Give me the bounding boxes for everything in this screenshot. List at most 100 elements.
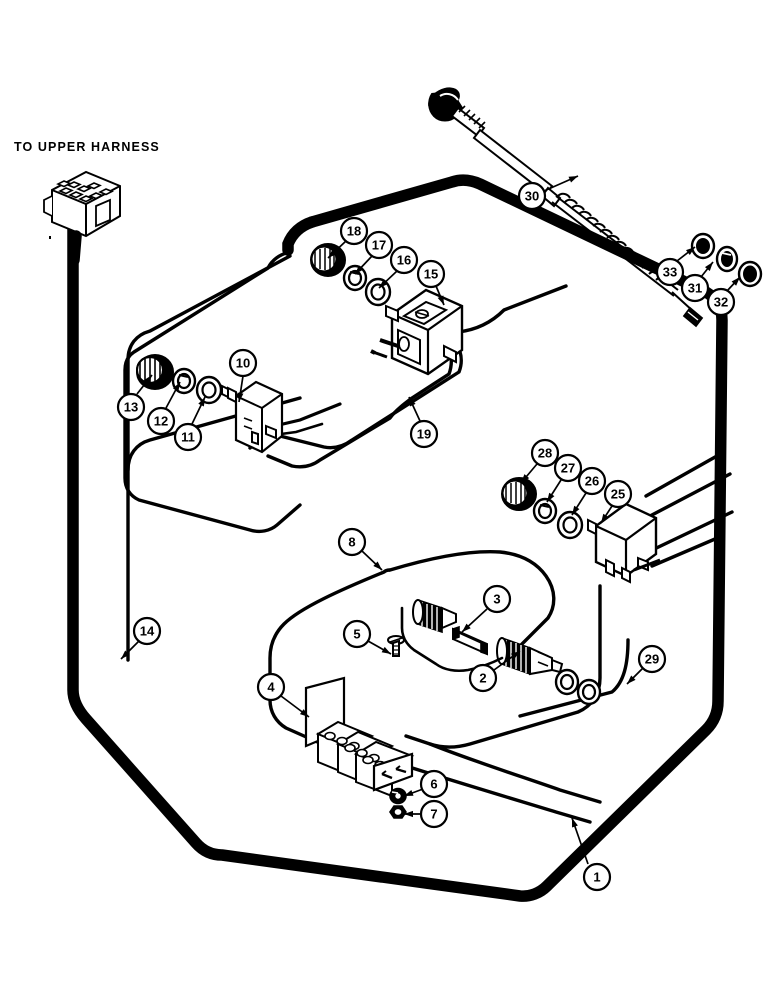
callout-number-27: 27	[561, 461, 575, 476]
callout-arrow-30	[568, 176, 578, 183]
callout-bubble-28[interactable]	[530, 438, 560, 468]
callout-arrow-1	[572, 818, 578, 828]
callout-bubble-2[interactable]	[468, 663, 498, 693]
callout-arrow-15	[437, 295, 444, 305]
callout-6[interactable]: 6	[403, 769, 449, 799]
callout-15[interactable]: 15	[416, 259, 446, 306]
callout-18[interactable]: 18	[327, 216, 369, 259]
callout-number-13: 13	[124, 400, 138, 415]
callout-bubble-32[interactable]	[706, 287, 736, 317]
callout-bubble-10[interactable]	[228, 348, 258, 378]
callout-33[interactable]: 33	[655, 246, 696, 287]
callout-arrow-31	[704, 262, 713, 271]
callout-bubble-18[interactable]	[339, 216, 369, 246]
part-27-lock-washer-right	[532, 497, 558, 525]
callout-bubble-33[interactable]	[655, 257, 685, 287]
callout-bubble-17[interactable]	[364, 230, 394, 260]
callout-14[interactable]: 14	[120, 616, 162, 660]
callout-number-19: 19	[417, 427, 431, 442]
part-6-lock-washer	[389, 787, 407, 805]
part-2-fuse-holder	[400, 598, 602, 706]
to-upper-harness-label: TO UPPER HARNESS	[14, 140, 160, 154]
callout-arrow-11	[198, 397, 205, 407]
callout-8[interactable]: 8	[337, 527, 383, 571]
callout-bubble-4[interactable]	[256, 672, 286, 702]
callout-3[interactable]: 3	[461, 584, 512, 633]
callout-bubble-5[interactable]	[342, 619, 372, 649]
callout-bubble-30[interactable]	[517, 181, 547, 211]
callout-number-3: 3	[493, 592, 500, 607]
callout-number-32: 32	[714, 295, 728, 310]
callout-bubble-8[interactable]	[337, 527, 367, 557]
callout-bubble-12[interactable]	[146, 406, 176, 436]
callout-number-26: 26	[585, 474, 599, 489]
part-18-knurled-knob-center	[310, 243, 346, 277]
callout-19[interactable]: 19	[408, 396, 439, 449]
callout-29[interactable]: 29	[626, 644, 667, 685]
callout-number-18: 18	[347, 224, 361, 239]
callout-bubble-26[interactable]	[577, 466, 607, 496]
callout-arrow-25	[601, 513, 609, 523]
callout-arrow-7	[404, 810, 413, 818]
callout-bubble-13[interactable]	[116, 392, 146, 422]
callout-13[interactable]: 13	[116, 374, 153, 422]
callout-number-10: 10	[236, 356, 250, 371]
part-26-flat-washer-right	[556, 510, 584, 540]
callout-bubble-16[interactable]	[389, 245, 419, 275]
callout-bubble-31[interactable]	[680, 273, 710, 303]
callout-bubble-3[interactable]	[482, 584, 512, 614]
callout-12[interactable]: 12	[146, 381, 181, 436]
callout-32[interactable]: 32	[706, 276, 741, 317]
part-4-terminal-block	[304, 676, 415, 798]
callout-4[interactable]: 4	[256, 672, 310, 718]
callout-bubble-19[interactable]	[409, 419, 439, 449]
callout-bubble-1[interactable]	[582, 862, 612, 892]
callout-5[interactable]: 5	[342, 619, 392, 655]
callout-26[interactable]: 26	[571, 466, 607, 516]
callout-31[interactable]: 31	[680, 261, 714, 303]
callout-arrow-18	[328, 249, 337, 258]
callout-arrow-33	[685, 247, 695, 255]
part-13-knurled-knob-left	[136, 354, 174, 390]
callout-30[interactable]: 30	[517, 175, 579, 211]
callout-7[interactable]: 7	[404, 799, 449, 829]
callout-bubble-6[interactable]	[419, 769, 449, 799]
callout-bubble-14[interactable]	[132, 616, 162, 646]
callout-number-11: 11	[181, 430, 195, 445]
callout-27[interactable]: 27	[546, 453, 583, 503]
callout-arrow-32	[731, 277, 740, 286]
callout-bubble-25[interactable]	[603, 479, 633, 509]
callout-bubble-29[interactable]	[637, 644, 667, 674]
callout-bubble-11[interactable]	[173, 422, 203, 452]
callout-number-33: 33	[663, 265, 677, 280]
callout-bubble-7[interactable]	[419, 799, 449, 829]
callout-number-31: 31	[688, 281, 702, 296]
callout-number-28: 28	[538, 446, 552, 461]
callout-28[interactable]: 28	[520, 438, 560, 484]
callout-2[interactable]: 2	[468, 650, 521, 693]
callout-10[interactable]: 10	[228, 348, 258, 403]
callout-arrow-26	[572, 505, 580, 515]
callout-bubble-15[interactable]	[416, 259, 446, 289]
callout-arrow-13	[143, 375, 152, 384]
callout-number-15: 15	[424, 267, 438, 282]
callout-arrow-29	[627, 675, 636, 684]
part-7-hex-nut	[389, 805, 407, 819]
callout-bubble-27[interactable]	[553, 453, 583, 483]
callout-arrow-16	[379, 279, 388, 288]
callout-number-14: 14	[140, 624, 155, 639]
callout-17[interactable]: 17	[354, 230, 394, 275]
harness-upper-left-elbow	[282, 216, 318, 256]
callout-1[interactable]: 1	[571, 817, 612, 892]
callout-16[interactable]: 16	[378, 245, 419, 289]
callout-11[interactable]: 11	[173, 396, 206, 452]
callout-arrow-14	[121, 650, 130, 659]
callout-25[interactable]: 25	[600, 479, 633, 524]
callout-number-7: 7	[430, 807, 437, 822]
callout-number-17: 17	[372, 238, 386, 253]
callout-number-6: 6	[430, 777, 437, 792]
part-3-fuse	[452, 625, 488, 656]
callout-arrow-17	[355, 265, 364, 274]
